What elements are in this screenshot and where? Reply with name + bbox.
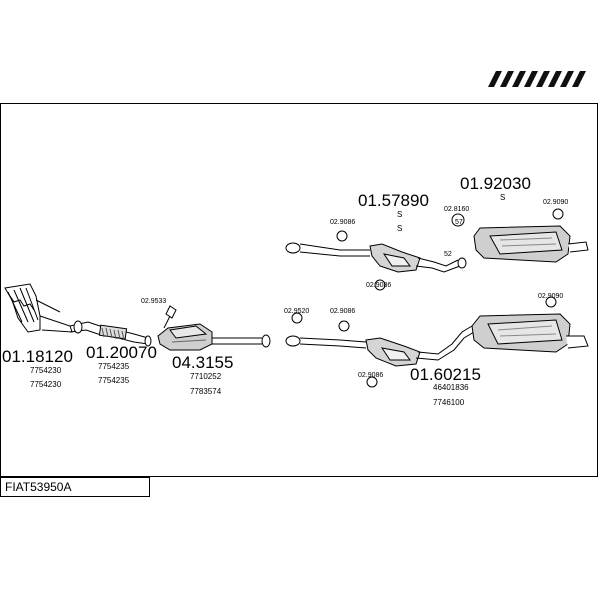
ref-01-92030-a: S (500, 193, 505, 202)
part-number-01-92030: 01.92030 (460, 174, 531, 193)
code-02-8160: 02.8160 (444, 206, 469, 213)
lower-hangers (291, 296, 557, 388)
bracket-29533 (163, 305, 177, 329)
code-02-9090-upper: 02.9090 (543, 199, 568, 206)
brand-logo-mark (488, 69, 588, 89)
code-02-9086-upper-b: 02.9086 (366, 282, 391, 289)
ref-01-18120-b: 7754230 (30, 380, 62, 389)
logo-graphic (488, 71, 586, 87)
ref-01-60215-b: 7746100 (433, 398, 465, 407)
diagram-id-box: FIAT53950A (0, 477, 150, 497)
diagram-frame (0, 103, 598, 477)
catalytic-converter (157, 323, 271, 351)
upper-rear-muffler (473, 225, 589, 263)
code-02-9086-upper-a: 02.9086 (330, 219, 355, 226)
lower-rear-muffler (471, 313, 589, 353)
ref-04-3155-a: 7710252 (190, 372, 222, 381)
upper-hangers (336, 208, 564, 291)
ref-04-3155-b: 7783574 (190, 387, 222, 396)
front-pipe (69, 320, 152, 347)
exhaust-manifold (4, 283, 73, 333)
ref-01-60215-a: 46401836 (433, 383, 469, 392)
diagram-id: FIAT53950A (5, 480, 72, 494)
part-number-04-3155: 04.3155 (172, 353, 233, 372)
code-02-9086-lower-b: 02.9086 (358, 372, 383, 379)
part-number-01-18120: 01.18120 (2, 347, 73, 366)
ref-01-18120-a: 7754230 (30, 366, 62, 375)
ref-01-57890-b: S (397, 224, 402, 233)
lower-pipe-system (285, 325, 475, 367)
part-number-01-57890: 01.57890 (358, 191, 429, 210)
part-number-01-60215: 01.60215 (410, 365, 481, 384)
code-57: 57 (455, 219, 463, 226)
code-02-9090-lower: 02.9090 (538, 293, 563, 300)
upper-pipe-system (285, 242, 467, 273)
code-02-9520: 02.9520 (284, 308, 309, 315)
part-number-01-20070: 01.20070 (86, 343, 157, 362)
ref-01-20070-b: 7754235 (98, 376, 130, 385)
ref-01-20070-a: 7754235 (98, 362, 130, 371)
code-02-9533: 02.9533 (141, 298, 166, 305)
code-52: 52 (444, 251, 452, 258)
ref-01-57890-a: S (397, 210, 402, 219)
code-02-9086-lower-a: 02.9086 (330, 308, 355, 315)
